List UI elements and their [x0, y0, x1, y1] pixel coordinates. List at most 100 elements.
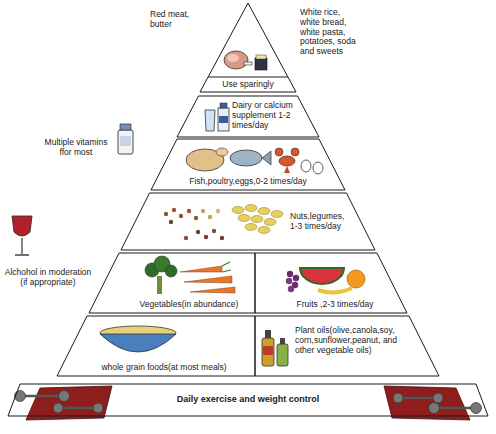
butter-pack: [255, 58, 267, 70]
dairy-tier: Dairy or calcium supplement 1-2 times/da…: [177, 96, 319, 137]
tier-text: Nuts,legumes, 1-3 times/day: [290, 212, 352, 232]
bean: [212, 229, 216, 233]
orange: [347, 270, 365, 288]
butter-icon: [255, 55, 267, 70]
watermelon: [300, 268, 344, 284]
nut: [187, 209, 191, 213]
dairy-icon: [205, 103, 229, 131]
dumbbell-bar: [22, 395, 62, 398]
legume: [245, 205, 257, 212]
lobster-tail: [284, 166, 290, 173]
oil-label: [263, 346, 273, 355]
nut: [164, 212, 168, 216]
exercise-right-icon: [384, 386, 482, 420]
drumstick: [216, 148, 228, 156]
bottle-cap: [220, 103, 227, 108]
nuts-icon: [164, 208, 224, 240]
dumbbell-weight: [53, 403, 63, 413]
legume: [251, 216, 263, 223]
note-label: Multiple vitamins ffor most: [38, 138, 114, 158]
tier-text: Fruits ,2-3 times/day: [281, 300, 389, 310]
tier-border: [255, 316, 439, 376]
food-label: Red meat, butter: [150, 10, 196, 30]
legume: [264, 219, 276, 226]
exercise-mat: [384, 386, 470, 420]
dumbbell-weight: [93, 403, 103, 413]
plant-oils-tier: Plant oils(olive,canola,soy, corn,sunflo…: [255, 316, 439, 376]
tier-text: Daily exercise and weight control: [128, 394, 368, 404]
grape: [293, 275, 299, 281]
egg: [313, 162, 323, 174]
bean: [204, 235, 208, 239]
butter-top: [256, 55, 266, 59]
bean: [196, 230, 200, 234]
tier-text: whole grain foods(at most meals): [79, 363, 249, 373]
bowl: [100, 334, 176, 352]
dumbbell-weight: [59, 391, 70, 402]
grape: [286, 278, 292, 284]
fruits-tier: Fruits ,2-3 times/day: [255, 253, 407, 313]
carrot-top: [222, 262, 231, 272]
wine-stem: [21, 238, 22, 254]
vitamin-label: [120, 136, 131, 146]
egg: [301, 160, 311, 172]
vitamin-bottle: [118, 130, 133, 154]
grape: [287, 271, 293, 277]
tier-border: [177, 96, 319, 137]
wine-bowl: [12, 216, 32, 236]
broccoli: [165, 265, 177, 277]
exercise-left-icon: [15, 386, 113, 420]
legume: [271, 211, 283, 218]
vegetables-tier: Vegetables(in abundance): [89, 253, 255, 313]
dumbbell-weight: [393, 393, 403, 403]
grain-bowl-icon: [100, 326, 176, 352]
bean: [184, 236, 188, 240]
lobster-claw: [291, 148, 299, 156]
grape: [288, 286, 294, 292]
note-label: Alchohol in moderation (if appropriate): [4, 268, 92, 288]
whole-grain-tier: whole grain foods(at most meals): [57, 316, 255, 376]
bean: [220, 236, 224, 240]
dumbbell-weight: [471, 403, 482, 414]
eggs-icon: [301, 160, 323, 174]
carrot: [190, 287, 235, 293]
legume: [232, 207, 244, 214]
tier-text: Vegetables(in abundance): [125, 300, 253, 310]
ham: [224, 51, 248, 69]
nut: [194, 216, 198, 220]
legume: [258, 208, 270, 215]
tier-border: [57, 316, 255, 376]
bottle-label: [219, 116, 228, 123]
nut: [172, 208, 176, 212]
lobster-icon: [275, 148, 299, 173]
legume: [245, 224, 257, 231]
red-meat-icon: [224, 51, 252, 69]
dumbbell-bar: [60, 407, 96, 410]
tier-border: [8, 384, 488, 416]
tier-border: [121, 193, 375, 250]
milk-bottle: [218, 108, 229, 131]
dumbbell-weight: [429, 403, 440, 414]
wine-glass-icon: [12, 216, 32, 255]
carrot: [180, 266, 222, 272]
poultry-icon: [186, 148, 228, 171]
ham-slice: [227, 54, 239, 62]
tier-border: [89, 253, 255, 313]
wine-foot: [15, 254, 29, 255]
bone: [244, 62, 252, 65]
fish-icon: [230, 150, 271, 166]
oil-bottle: [277, 344, 288, 366]
nut: [169, 220, 173, 224]
oil-bottle: [262, 338, 274, 366]
nut: [179, 214, 183, 218]
tier-border: [151, 139, 345, 190]
nut: [201, 209, 205, 213]
tier-text: Use sparingly: [208, 80, 288, 90]
broccoli-stem: [157, 276, 162, 294]
legume: [238, 215, 250, 222]
dumbbell-weight: [15, 391, 26, 402]
oil-cap: [265, 330, 271, 338]
vitamin-bottle-icon: [118, 124, 133, 154]
